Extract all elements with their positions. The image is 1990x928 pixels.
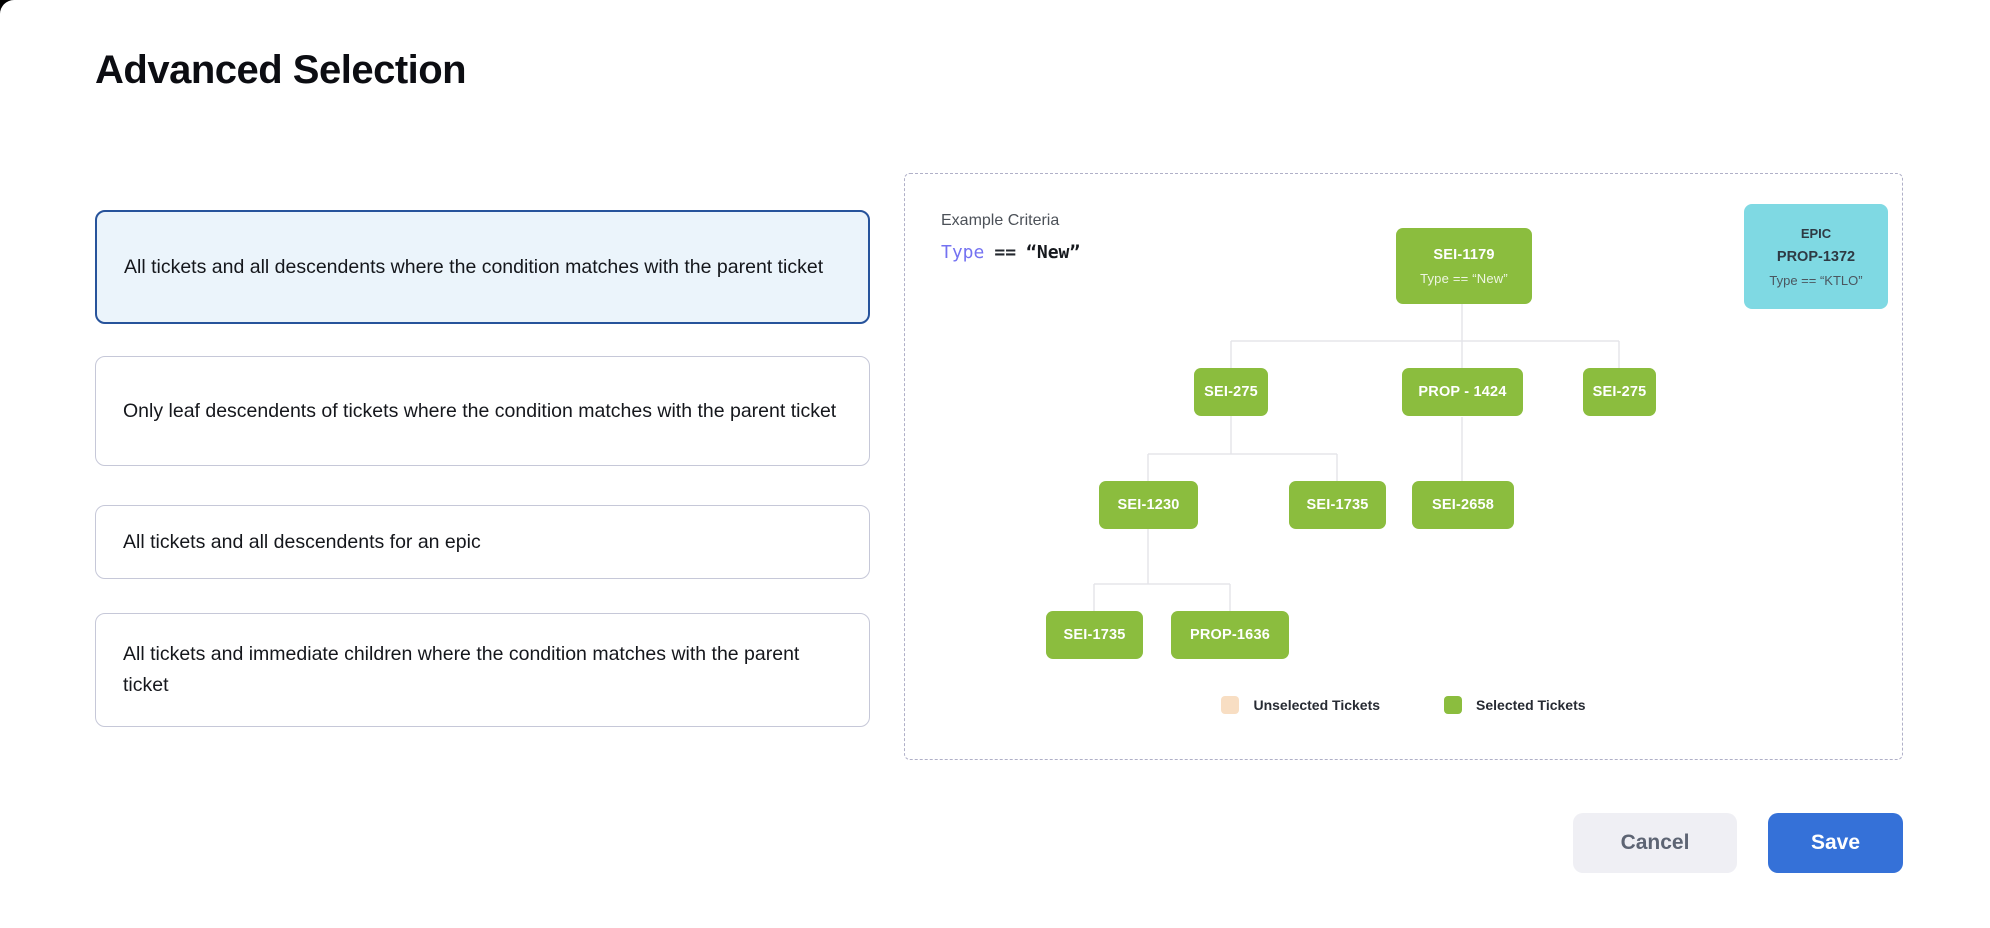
tree-node-id: PROP-1636 — [1190, 627, 1270, 643]
cancel-button[interactable]: Cancel — [1573, 813, 1737, 873]
tree-node: SEI-275 — [1583, 368, 1656, 416]
unselected-swatch-icon — [1221, 696, 1240, 714]
tree-node-id: SEI-1735 — [1063, 627, 1126, 643]
legend-label: Unselected Tickets — [1253, 697, 1381, 713]
example-diagram-panel: Example Criteria Type == “New” EPIC PROP-1… — [904, 173, 1903, 760]
tree-node-id: PROP - 1424 — [1418, 384, 1507, 400]
legend-item-unselected: Unselected Tickets — [1221, 696, 1380, 714]
tree-node-root: SEI-1179 Type == “New” — [1396, 228, 1532, 304]
epic-ticket-id: PROP-1372 — [1776, 248, 1856, 265]
tree-node-id: SEI-1179 — [1433, 246, 1495, 263]
example-criteria-heading: Example Criteria — [941, 212, 1060, 229]
tree-node-id: SEI-1230 — [1117, 497, 1180, 513]
tree-node-id: SEI-1735 — [1306, 497, 1369, 513]
tree-node: SEI-1735 — [1289, 481, 1386, 529]
selected-swatch-icon — [1444, 696, 1463, 714]
page-title: Advanced Selection — [95, 48, 467, 92]
epic-type-label: EPIC — [1800, 225, 1832, 241]
example-criteria-block: Example Criteria Type == “New” — [941, 212, 1080, 263]
option-immediate-children-condition[interactable]: All tickets and immediate children where… — [95, 613, 870, 727]
epic-card: EPIC PROP-1372 Type == “KTLO” — [1744, 204, 1888, 309]
tree-node: SEI-1230 — [1099, 481, 1198, 529]
epic-criteria: Type == “KTLO” — [1769, 272, 1863, 288]
tree-node: SEI-1735 — [1046, 611, 1143, 659]
tree-connector-lines — [1093, 304, 1620, 611]
option-label: All tickets and all descendents where th… — [124, 255, 824, 278]
tree-node: SEI-2658 — [1412, 481, 1514, 529]
criteria-field: Type — [941, 242, 985, 263]
option-leaf-descendents-condition[interactable]: Only leaf descendents of tickets where t… — [95, 356, 870, 466]
tree-node: PROP-1636 — [1171, 611, 1289, 659]
tree-node: PROP - 1424 — [1402, 368, 1523, 416]
option-all-descendents-epic[interactable]: All tickets and all descendents for an e… — [95, 505, 870, 579]
backdrop-corner — [0, 0, 16, 16]
example-criteria-expression: Type == “New” — [941, 242, 1080, 263]
criteria-operator: == — [994, 242, 1017, 263]
tree-node-id: SEI-2658 — [1431, 497, 1495, 513]
tree-node-id: SEI-275 — [1204, 384, 1258, 400]
option-all-descendents-condition[interactable]: All tickets and all descendents where th… — [95, 210, 870, 324]
option-label: All tickets and all descendents for an e… — [123, 530, 481, 553]
criteria-value: “New” — [1026, 242, 1081, 263]
legend-label: Selected Tickets — [1476, 697, 1586, 713]
option-label: All tickets and immediate children where… — [123, 643, 800, 696]
save-button[interactable]: Save — [1768, 813, 1903, 873]
option-label: Only leaf descendents of tickets where t… — [123, 399, 837, 422]
legend-item-selected: Selected Tickets — [1444, 696, 1586, 714]
tree-node-criteria: Type == “New” — [1420, 270, 1508, 286]
legend: Unselected Tickets Selected Tickets — [905, 696, 1902, 714]
tree-node: SEI-275 — [1194, 368, 1268, 416]
tree-node-id: SEI-275 — [1592, 384, 1647, 400]
